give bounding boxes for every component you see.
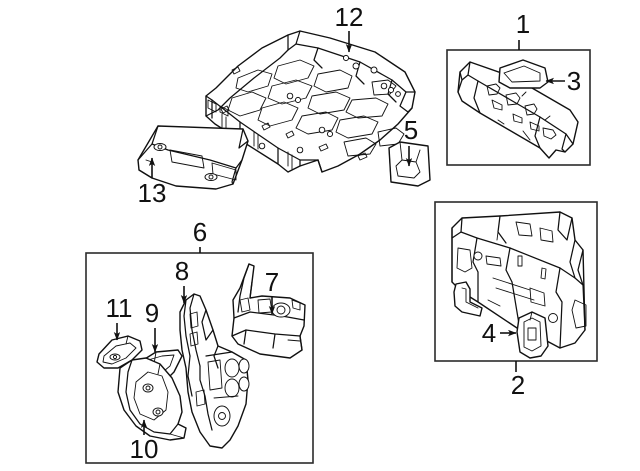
part-12-floor-pan[interactable] xyxy=(205,30,416,173)
part-13-crossmember[interactable] xyxy=(137,125,249,190)
callout-4-label: 4 xyxy=(482,318,496,348)
callout-10-label: 10 xyxy=(130,434,159,464)
callout-4: 4 xyxy=(482,318,517,348)
callout-3: 3 xyxy=(545,66,581,96)
part-3-bracket[interactable] xyxy=(498,59,549,89)
callout-3-label: 3 xyxy=(567,66,581,96)
callout-1: 1 xyxy=(516,9,530,50)
group-2-rear-body-panel[interactable] xyxy=(434,201,598,362)
callout-9: 9 xyxy=(145,298,159,353)
callout-10: 10 xyxy=(130,419,159,464)
callout-2-label: 2 xyxy=(511,370,525,400)
callout-9-label: 9 xyxy=(145,298,159,328)
callout-1-label: 1 xyxy=(516,9,530,39)
callout-13-label: 13 xyxy=(138,178,167,208)
callout-7-label: 7 xyxy=(265,267,279,297)
callout-5: 5 xyxy=(404,115,418,167)
callout-12: 12 xyxy=(335,2,364,53)
part-10-panel[interactable] xyxy=(117,357,187,441)
callout-8-label: 8 xyxy=(175,256,189,286)
callout-7: 7 xyxy=(265,267,279,315)
part-2-small-hook[interactable] xyxy=(453,281,483,317)
part-8-pillar[interactable] xyxy=(179,293,250,449)
callout-11-label: 11 xyxy=(106,293,133,323)
part-7-wheelhouse[interactable] xyxy=(231,263,306,359)
callout-6: 6 xyxy=(193,217,207,253)
callout-2: 2 xyxy=(511,361,525,400)
callout-6-label: 6 xyxy=(193,217,207,247)
part-4-bracket[interactable] xyxy=(516,311,549,359)
callout-11: 11 xyxy=(106,293,133,341)
group-1-rear-panel[interactable] xyxy=(446,49,591,166)
callout-12-label: 12 xyxy=(335,2,364,32)
group-6-quarter-inner[interactable] xyxy=(85,252,314,464)
callout-8: 8 xyxy=(175,256,189,304)
callout-13: 13 xyxy=(138,157,167,208)
callout-5-label: 5 xyxy=(404,115,418,145)
